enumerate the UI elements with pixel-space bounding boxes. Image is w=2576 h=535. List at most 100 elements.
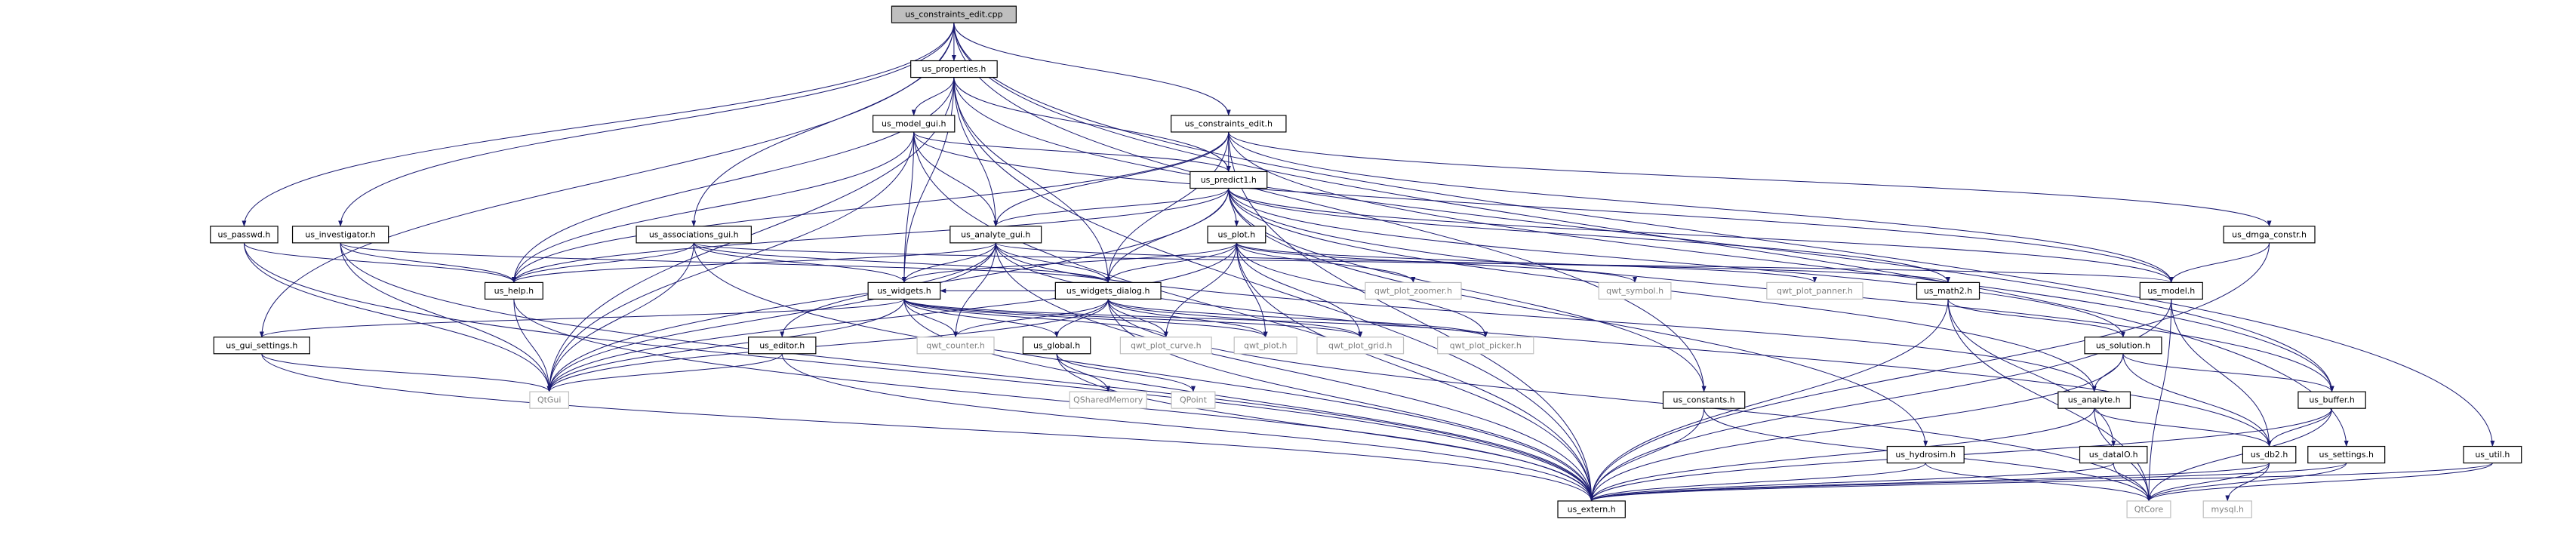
node-label: us_dataIO.h <box>2089 450 2138 460</box>
node-label: us_associations_gui.h <box>649 229 739 239</box>
node-label: us_constraints_edit.h <box>1185 118 1273 128</box>
edge-widgets-to-qtgui <box>546 299 905 392</box>
node-label: us_buffer.h <box>2309 395 2355 405</box>
node-investigator[interactable]: us_investigator.h <box>291 226 389 244</box>
edge-root-to-investigator <box>338 23 955 227</box>
node-label: us_properties.h <box>922 64 986 74</box>
node-dataio[interactable]: us_dataIO.h <box>2079 445 2148 464</box>
node-box <box>873 115 956 133</box>
node-box <box>1916 281 1980 300</box>
edge-analyte-gui-to-math2 <box>995 242 1950 283</box>
node-extern[interactable]: us_extern.h <box>1557 500 1626 518</box>
node-gui-settings[interactable]: us_gui_settings.h <box>213 337 310 355</box>
node-box <box>1598 281 1672 300</box>
node-qwt-plot-curve[interactable]: qwt_plot_curve.h <box>1119 337 1212 355</box>
edge-dmga-to-extern <box>1589 242 2270 502</box>
edge-widgets-to-qwt-plot-grid <box>903 298 1363 338</box>
edge-math2-to-dataio <box>1947 299 2116 447</box>
edge-props-to-widgets <box>901 77 955 283</box>
node-label: mysql.h <box>2211 504 2244 514</box>
node-box <box>2242 445 2297 464</box>
node-qwt-plot-picker[interactable]: qwt_plot_picker.h <box>1437 337 1534 355</box>
node-dmga[interactable]: us_dmga_constr.h <box>2223 226 2316 244</box>
edge-assoc-gui-to-extern <box>693 242 1594 502</box>
edge-editor-to-extern <box>781 353 1594 502</box>
node-predict1[interactable]: us_predict1.h <box>1190 171 1268 189</box>
node-help[interactable]: us_help.h <box>484 281 543 300</box>
node-qtgui[interactable]: QtGui <box>529 391 570 409</box>
edge-props-to-predict1 <box>953 77 1231 172</box>
node-box <box>1171 391 1216 409</box>
node-qtcore[interactable]: QtCore <box>2126 500 2171 518</box>
node-global[interactable]: us_global.h <box>1022 337 1091 355</box>
edge-plot-to-qtgui <box>546 242 1237 392</box>
node-mysql[interactable]: mysql.h <box>2202 500 2252 518</box>
node-settings[interactable]: us_settings.h <box>2307 445 2386 464</box>
edge-widgets-dialog-to-qtgui <box>546 299 1109 392</box>
node-box <box>2202 500 2252 518</box>
node-util[interactable]: us_util.h <box>2463 445 2522 464</box>
node-constants[interactable]: us_constants.h <box>1662 391 1746 409</box>
node-assoc-gui[interactable]: us_associations_gui.h <box>636 226 752 244</box>
node-passwd[interactable]: us_passwd.h <box>210 226 279 244</box>
edge-help-to-extern <box>513 299 1594 502</box>
node-math2[interactable]: us_math2.h <box>1916 281 1980 300</box>
node-root[interactable]: us_constraints_edit.cpp <box>891 5 1017 23</box>
node-box <box>2297 391 2366 409</box>
node-label: us_gui_settings.h <box>226 340 297 350</box>
node-model[interactable]: us_model.h <box>2139 281 2203 300</box>
node-box <box>2223 226 2316 244</box>
edge-math2-to-qtcore <box>1947 299 2151 502</box>
edge-analyte-gui-to-widgets <box>901 242 996 283</box>
node-box <box>2084 337 2162 355</box>
edge-solution-to-analyte <box>2091 353 2124 392</box>
node-qpoint[interactable]: QPoint <box>1171 391 1216 409</box>
node-box <box>1190 171 1268 189</box>
edge-solution-to-extern <box>1589 353 2124 502</box>
node-qshared[interactable]: QSharedMemory <box>1069 391 1147 409</box>
node-widgets-dialog[interactable]: us_widgets_dialog.h <box>1054 281 1162 300</box>
edge-plot-to-widgets-dialog <box>1106 242 1237 283</box>
node-qwt-plot[interactable]: qwt_plot.h <box>1233 337 1297 355</box>
edge-widgets-dialog-to-qwt-plot <box>1107 299 1268 338</box>
edge-db2-to-extern <box>1589 463 2270 502</box>
edge-cons-edit-to-extern <box>1228 131 1594 502</box>
node-qwt-counter[interactable]: qwt_counter.h <box>916 337 995 355</box>
node-plot[interactable]: us_plot.h <box>1207 226 1266 244</box>
edge-props-to-help <box>511 77 955 283</box>
node-analyte-gui[interactable]: us_analyte_gui.h <box>949 226 1042 244</box>
edge-predict1-to-model <box>1228 188 2174 283</box>
node-qwt-plot-grid[interactable]: qwt_plot_grid.h <box>1316 337 1405 355</box>
edge-props-to-model-gui <box>911 77 955 116</box>
edge-investigator-to-help <box>340 242 516 283</box>
node-buffer[interactable]: us_buffer.h <box>2297 391 2366 409</box>
node-hydrosim[interactable]: us_hydrosim.h <box>1886 445 1965 464</box>
node-label: us_db2.h <box>2251 450 2288 460</box>
node-box <box>210 226 279 244</box>
node-box <box>2463 445 2522 464</box>
node-label: QtCore <box>2134 504 2164 514</box>
node-cons-edit[interactable]: us_constraints_edit.h <box>1171 115 1287 133</box>
node-label: us_model.h <box>2147 286 2195 296</box>
node-model-gui[interactable]: us_model_gui.h <box>873 115 956 133</box>
node-solution[interactable]: us_solution.h <box>2084 337 2162 355</box>
edge-dmga-to-model <box>2168 242 2270 283</box>
node-qwt-plot-panner[interactable]: qwt_plot_panner.h <box>1766 281 1864 300</box>
node-db2[interactable]: us_db2.h <box>2242 445 2297 464</box>
edge-widgets-to-extern <box>903 299 1594 502</box>
node-qwt-plot-zoomer[interactable]: qwt_plot_zoomer.h <box>1365 281 1462 300</box>
edge-analyte-gui-to-help <box>512 242 996 283</box>
node-widgets[interactable]: us_widgets.h <box>867 281 941 300</box>
node-analyte[interactable]: us_analyte.h <box>2057 391 2131 409</box>
node-layer: us_constraints_edit.cpp us_properties.hus… <box>210 5 2522 518</box>
edge-math2-to-solution <box>1947 299 2125 338</box>
edge-buffer-to-qtcore <box>2147 408 2333 502</box>
node-qwt-symbol[interactable]: qwt_symbol.h <box>1598 281 1672 300</box>
node-label: qwt_plot_picker.h <box>1450 340 1522 350</box>
node-box <box>1437 337 1534 355</box>
node-box <box>867 281 941 300</box>
edge-analyte-gui-to-widgets-dialog <box>995 242 1111 283</box>
node-props[interactable]: us_properties.h <box>910 60 998 78</box>
edge-plot-to-extern <box>1236 242 1594 502</box>
node-editor[interactable]: us_editor.h <box>747 337 817 355</box>
